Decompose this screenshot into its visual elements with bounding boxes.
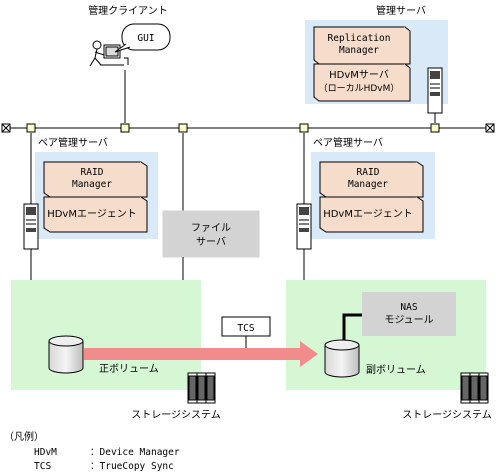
left-storage-zone — [11, 280, 201, 390]
legend-title: （凡例） — [4, 430, 44, 443]
replication-manager-line1: Replication — [328, 33, 391, 44]
nas-module-line2: モジュール — [384, 315, 433, 326]
tcs-copy-arrow — [84, 341, 318, 367]
hdvm-server-line1: HDvMサーバ — [329, 69, 389, 81]
primary-volume-label: 正ボリューム — [99, 363, 159, 375]
legend-abbr-tcs: TCS — [34, 461, 51, 472]
management-server-label: 管理サーバ — [376, 4, 426, 17]
file-server-line1: ファイル — [191, 223, 231, 234]
right-raid-manager-line1: RAID — [357, 167, 380, 178]
legend-abbr-hdvm: HDvM — [34, 447, 57, 458]
file-server-line2: サーバ — [196, 236, 226, 248]
network-terminator-icon — [485, 123, 495, 133]
right-pair-server-label: ペア管理サーバ — [313, 136, 383, 149]
left-raid-manager-box: RAID Manager — [43, 161, 148, 198]
left-hdvm-agent-label: HDvMエージェント — [47, 209, 137, 220]
management-server-tower-icon — [427, 67, 443, 114]
left-storage-system-label: ストレージシステム — [131, 409, 221, 421]
secondary-volume-icon — [324, 339, 360, 378]
person-computer-icon — [89, 40, 129, 67]
right-hdvm-agent-box: HDvMエージェント — [319, 196, 424, 233]
tcs-label: TCS — [237, 323, 254, 334]
right-pair-server-tower-icon — [296, 203, 312, 280]
left-raid-manager-line2: Manager — [72, 179, 112, 190]
hdvm-server-box: HDvMサーバ （ローカルHDvM） — [313, 63, 411, 102]
right-raid-manager-line2: Manager — [348, 179, 388, 190]
hdvm-server-line2: （ローカルHDvM） — [319, 83, 400, 94]
gui-speech-bubble: GUI — [114, 23, 171, 53]
nas-module-box: NAS モジュール — [342, 292, 456, 340]
nas-module-line1: NAS — [400, 302, 417, 313]
right-storage-system-label: ストレージシステム — [402, 409, 492, 421]
legend-desc-tcs: ：TrueCopy Sync — [90, 461, 174, 472]
file-server-box: ファイル サーバ — [162, 210, 260, 280]
legend-desc-hdvm: ：Device Manager — [90, 447, 180, 458]
primary-volume-icon — [48, 335, 84, 374]
gui-label: GUI — [137, 33, 154, 44]
left-storage-system-icon — [187, 372, 216, 404]
right-storage-system-icon — [460, 372, 489, 404]
left-pair-server-label: ペア管理サーバ — [38, 136, 108, 149]
management-client-label: 管理クライアント — [88, 4, 168, 17]
left-raid-manager-line1: RAID — [81, 167, 104, 178]
secondary-volume-label: 副ボリューム — [366, 364, 426, 376]
right-hdvm-agent-label: HDvMエージェント — [323, 209, 413, 220]
replication-manager-line2: Manager — [339, 45, 379, 56]
network-terminator-icon — [1, 123, 11, 133]
left-pair-server-tower-icon — [23, 203, 39, 280]
network-port-icons — [26, 123, 440, 133]
tcs-label-box: TCS — [221, 316, 271, 348]
network-bus — [6, 70, 490, 211]
right-raid-manager-box: RAID Manager — [319, 161, 424, 198]
left-hdvm-agent-box: HDvMエージェント — [43, 196, 148, 233]
replication-manager-box: Replication Manager — [313, 26, 411, 65]
